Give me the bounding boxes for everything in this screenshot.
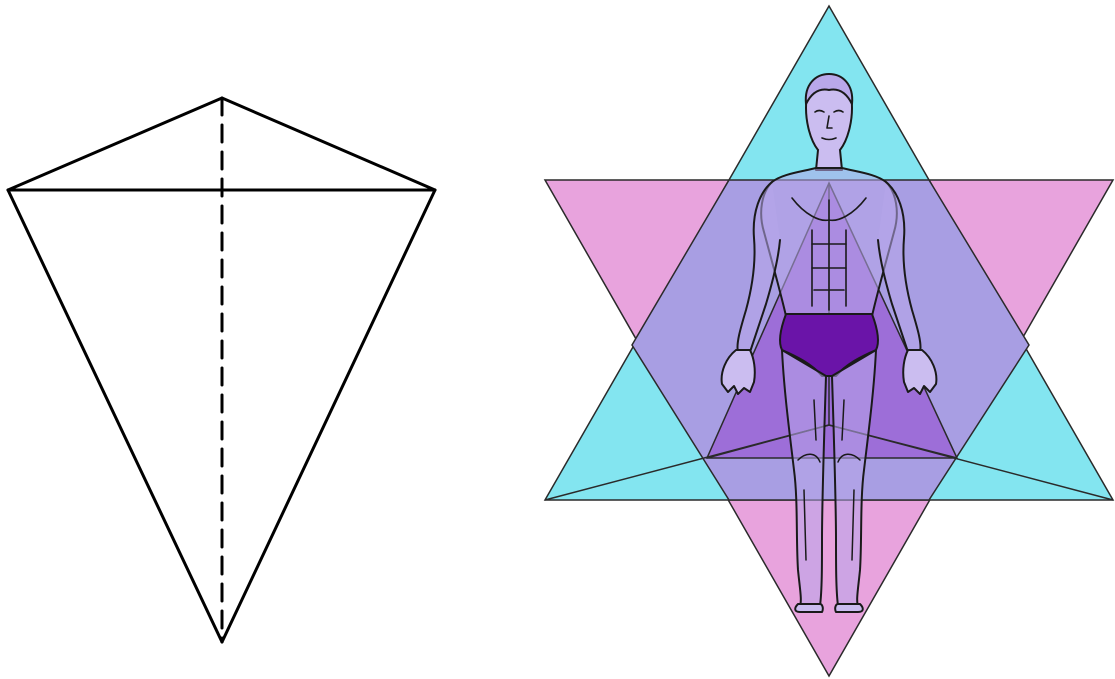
tetra-edge-top-right: [222, 98, 435, 190]
left-foot: [795, 604, 823, 612]
tetrahedron-diagram: [8, 98, 435, 642]
tetra-edge-right: [222, 190, 435, 642]
tetra-edge-left: [8, 190, 222, 642]
right-foot: [835, 604, 863, 612]
star-tetrahedron-diagram: [545, 6, 1113, 676]
tetra-edge-top-left: [8, 98, 222, 190]
